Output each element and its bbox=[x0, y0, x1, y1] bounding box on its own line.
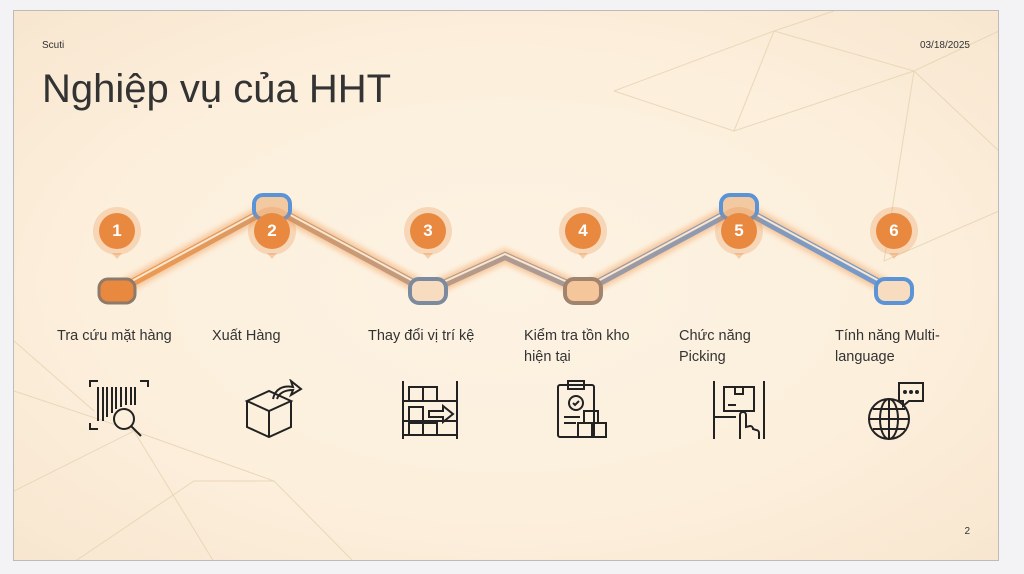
step-label-2: Xuất Hàng bbox=[212, 328, 281, 344]
step-badge-5: 5 bbox=[721, 213, 757, 259]
inventory-check-icon bbox=[557, 380, 607, 438]
globe-chat-icon bbox=[868, 382, 924, 440]
step-label-5: Chức năng Picking bbox=[679, 328, 751, 365]
slide-date: 03/18/2025 bbox=[919, 40, 970, 51]
node-4 bbox=[563, 277, 603, 305]
slide-title: Nghiệp vụ của HHT bbox=[42, 67, 392, 111]
step-badge-3: 3 bbox=[410, 213, 446, 259]
step-badge-6: 6 bbox=[876, 213, 912, 259]
page-number: 2 bbox=[964, 526, 970, 537]
node-6 bbox=[874, 277, 914, 305]
step-label-1: Tra cứu mặt hàng bbox=[57, 328, 172, 344]
path-nodes bbox=[97, 193, 914, 305]
picking-hand-icon bbox=[713, 381, 765, 439]
shelf-move-icon bbox=[402, 381, 458, 439]
step-label-3: Thay đổi vị trí kệ bbox=[368, 328, 475, 344]
node-1 bbox=[97, 277, 137, 305]
step-label-4: Kiểm tra tồn kho hiện tại bbox=[524, 328, 630, 365]
slide: Scuti 03/18/2025 Nghiệp vụ của HHT 1 2 3… bbox=[13, 10, 999, 561]
background-lines bbox=[14, 11, 998, 560]
step-badge-4: 4 bbox=[565, 213, 601, 259]
step-badge-2: 2 bbox=[254, 213, 290, 259]
barcode-search-icon bbox=[89, 380, 149, 437]
step-badge-1: 1 bbox=[99, 213, 135, 259]
company-name: Scuti bbox=[42, 40, 65, 51]
process-path bbox=[97, 193, 914, 305]
step-label-6: Tính năng Multi-language bbox=[835, 328, 940, 365]
node-3 bbox=[408, 277, 448, 305]
box-export-icon bbox=[244, 379, 303, 439]
